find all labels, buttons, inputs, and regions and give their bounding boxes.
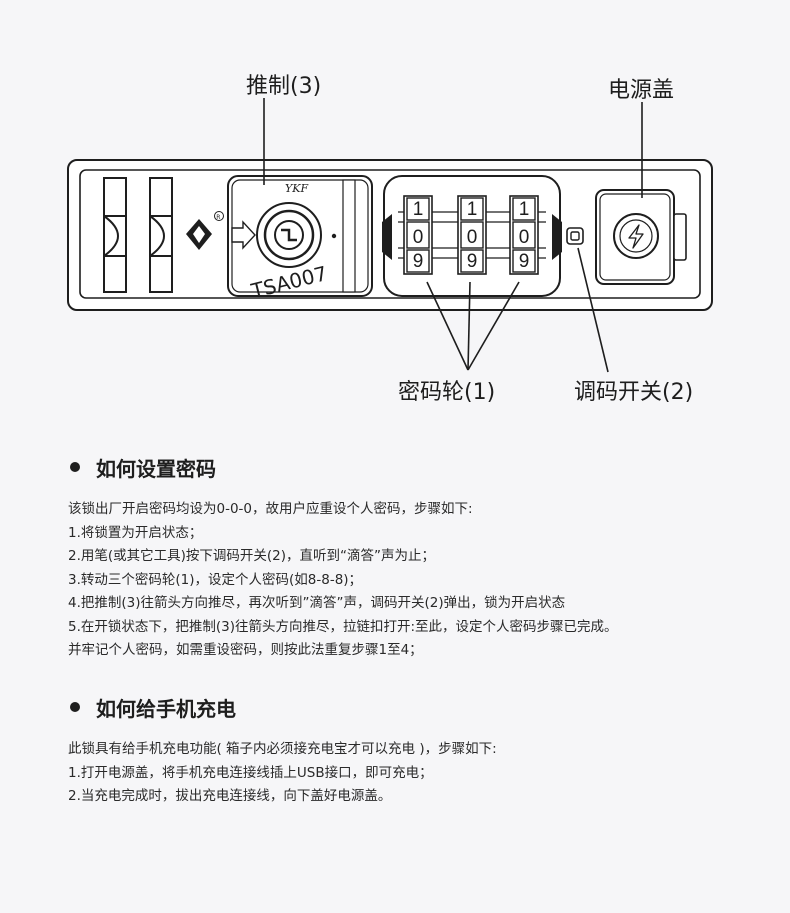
code-wheel-digit-box <box>512 197 536 221</box>
instruction-line: 1.将锁置为开启状态； <box>68 524 203 541</box>
code-wheel-digit-box <box>460 197 484 221</box>
code-wheel-3[interactable]: 1 0 9 <box>509 195 539 275</box>
code-wheel-digit: 0 <box>467 227 478 248</box>
instruction-line: 3.转动三个密码轮(1)，设定个人密码(如8-8-8)； <box>68 571 363 588</box>
section-phone-charging: 如何给手机充电 此锁具有给手机充电功能( 箱子内必须接充电宝才可以充电 )，步骤… <box>68 692 768 809</box>
callout-power-cover: 电源盖 <box>608 78 675 103</box>
section-heading: 如何设置密码 <box>68 452 768 482</box>
code-wheel-digit: 1 <box>413 199 424 220</box>
instruction-line: 2.用笔(或其它工具)按下调码开关(2)，直听到“滴答”声为止； <box>68 548 436 564</box>
lock-body-inner <box>79 169 701 299</box>
section-title: 如何设置密码 <box>96 456 216 481</box>
lock-diagram: YKF TSA007 1 0 9 1 0 9 1 0 9 <box>67 98 713 373</box>
code-wheel-digit-box <box>406 221 430 249</box>
instruction-line: 4.把推制(3)往箭头方向推尽，再次听到”滴答”声，调码开关(2)弹出，锁为开启… <box>68 595 566 611</box>
code-wheel-2[interactable]: 1 0 9 <box>457 195 487 275</box>
code-wheel-digit-box <box>512 249 536 273</box>
power-cover[interactable] <box>595 189 687 285</box>
arrow-right-icon <box>231 220 256 250</box>
section-set-password: 如何设置密码 该锁出厂开启密码均设为0-0-0，故用户应重设个人密码，步骤如下:… <box>68 452 768 663</box>
code-wheel-digit: 9 <box>519 251 530 272</box>
code-wheel-digit: 9 <box>413 251 424 272</box>
instruction-line: 2.当充电完成时，拔出充电连接线，向下盖好电源盖。 <box>68 788 392 804</box>
code-wheel-digit: 9 <box>467 251 478 272</box>
reset-switch[interactable] <box>566 227 584 245</box>
tsa-diamond-logo <box>186 211 224 250</box>
section-heading: 如何给手机充电 <box>68 692 768 722</box>
code-wheel-digit: 1 <box>519 199 530 220</box>
instruction-line: 该锁出厂开启密码均设为0-0-0，故用户应重设个人密码，步骤如下: <box>68 501 473 517</box>
bullet-dot-icon <box>70 462 80 472</box>
code-wheel-digit: 0 <box>519 227 530 248</box>
instruction-line: 5.在开锁状态下，把推制(3)往箭头方向推尽，拉链扣打开:至此，设定个人密码步骤… <box>68 618 618 635</box>
callout-code-wheels: 密码轮(1) <box>398 380 496 405</box>
instruction-list: 此锁具有给手机充电功能( 箱子内必须接充电宝才可以充电 )，步骤如下: 1.打开… <box>68 738 768 809</box>
instruction-line: 并牢记个人密码，如需重设密码，则按此法重复步骤1至4； <box>68 642 423 658</box>
bullet-dot-icon <box>70 702 80 712</box>
instruction-list: 该锁出厂开启密码均设为0-0-0，故用户应重设个人密码，步骤如下: 1.将锁置为… <box>68 498 768 663</box>
leader-lines <box>263 98 643 373</box>
registered-mark: R <box>216 214 220 221</box>
section-title: 如何给手机充电 <box>96 696 236 721</box>
code-wheel-digit-box <box>512 221 536 249</box>
zipper-slot-left <box>103 177 127 293</box>
code-wheel-digit-box <box>460 249 484 273</box>
code-wheel-digit: 0 <box>413 227 424 248</box>
code-wheels: 1 0 9 1 0 9 1 0 9 <box>403 195 539 275</box>
code-wheel-digit-box <box>460 221 484 249</box>
callout-reset-switch: 调码开关(2) <box>574 380 694 405</box>
lightning-icon <box>628 224 644 249</box>
zipper-slot-right <box>149 177 173 293</box>
instruction-line: 1.打开电源盖，将手机充电连接线插上USB接口，即可充电； <box>68 764 433 781</box>
code-wheel-digit-box <box>406 249 430 273</box>
code-wheel-digit: 1 <box>467 199 478 220</box>
push-rod-panel: YKF TSA007 <box>227 175 373 303</box>
code-wheel-digit-box <box>406 197 430 221</box>
brand-mark: YKF <box>285 182 308 195</box>
instruction-line: 此锁具有给手机充电功能( 箱子内必须接充电宝才可以充电 )，步骤如下: <box>68 741 497 757</box>
code-wheel-1[interactable]: 1 0 9 <box>403 195 433 275</box>
callout-push-rod: 推制(3) <box>246 74 322 99</box>
